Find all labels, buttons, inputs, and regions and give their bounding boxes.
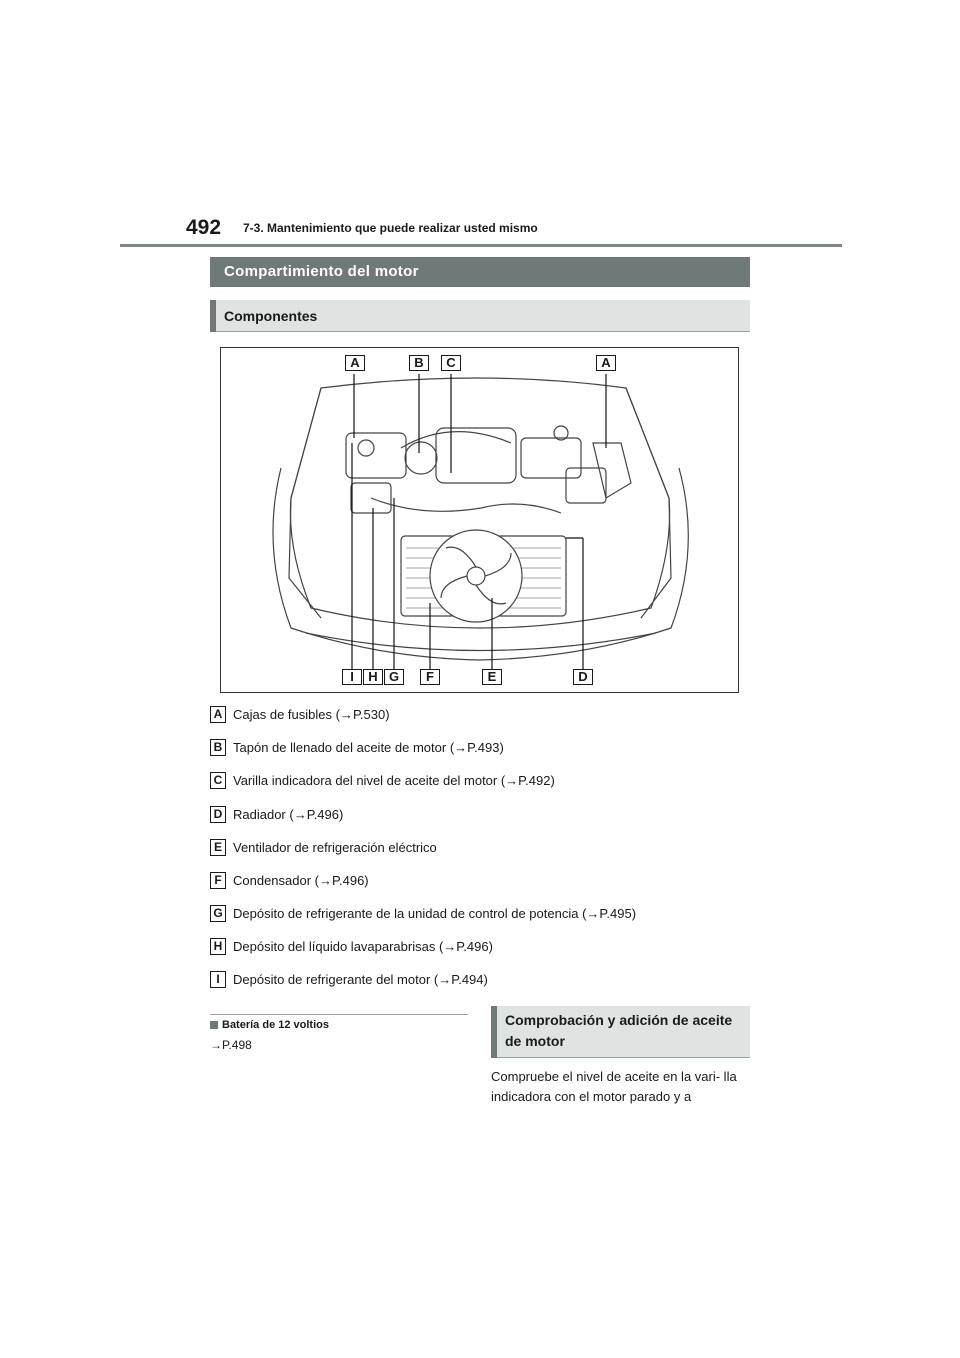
section-title-bar bbox=[210, 257, 750, 287]
legend-key: G bbox=[210, 905, 226, 922]
legend-text: Depósito del líquido lavaparabrisas (→P.… bbox=[233, 939, 493, 954]
legend-text: Varilla indicadora del nivel de aceite d… bbox=[233, 773, 555, 788]
legend-key: I bbox=[210, 971, 226, 988]
callout-c: C bbox=[441, 355, 461, 371]
engine-illustration: A B C A I H G F E D bbox=[220, 347, 739, 693]
callout-h: H bbox=[363, 669, 383, 685]
callout-a: A bbox=[345, 355, 365, 371]
battery-page-ref: →P.498 bbox=[210, 1038, 252, 1052]
header-rule bbox=[120, 244, 842, 247]
legend-key: D bbox=[210, 806, 226, 823]
callout-f: F bbox=[420, 669, 440, 685]
callout-a: A bbox=[596, 355, 616, 371]
subsection-title: Comprobación y adición de aceite de moto… bbox=[505, 1012, 733, 1049]
subsection-accent bbox=[491, 1006, 497, 1058]
legend-text: Radiador (→P.496) bbox=[233, 807, 344, 822]
legend-text: Condensador (→P.496) bbox=[233, 873, 369, 888]
divider bbox=[210, 1014, 468, 1015]
legend-text: Tapón de llenado del aceite de motor (→P… bbox=[233, 740, 504, 755]
subsection-accent bbox=[210, 300, 216, 332]
square-bullet-icon bbox=[210, 1021, 218, 1029]
legend-key: A bbox=[210, 706, 226, 723]
legend-key: F bbox=[210, 872, 226, 889]
page-number: 492 bbox=[186, 216, 222, 239]
subsection-title: Componentes bbox=[224, 308, 318, 324]
legend-text: Ventilador de refrigeración eléctrico bbox=[233, 840, 437, 855]
legend-text: Cajas de fusibles (→P.530) bbox=[233, 707, 390, 722]
callout-e: E bbox=[482, 669, 502, 685]
callout-d: D bbox=[573, 669, 593, 685]
legend-text: Depósito de refrigerante del motor (→P.4… bbox=[233, 972, 488, 987]
legend-key: E bbox=[210, 839, 226, 856]
legend-key: C bbox=[210, 772, 226, 789]
section-heading: 7-3. Mantenimiento que puede realizar us… bbox=[243, 221, 538, 235]
callout-g: G bbox=[384, 669, 404, 685]
legend-text: Depósito de refrigerante de la unidad de… bbox=[233, 906, 637, 921]
section-title: Compartimiento del motor bbox=[224, 263, 419, 280]
battery-heading: Batería de 12 voltios bbox=[222, 1019, 329, 1031]
legend-key: B bbox=[210, 739, 226, 756]
subsection-bar bbox=[491, 1006, 750, 1058]
engine-drawing bbox=[272, 374, 689, 670]
callout-i: I bbox=[342, 669, 362, 685]
callout-b: B bbox=[409, 355, 429, 371]
subsection-bar bbox=[210, 300, 750, 332]
body-paragraph: Compruebe el nivel de aceite en la vari-… bbox=[491, 1069, 737, 1104]
legend-key: H bbox=[210, 938, 226, 955]
